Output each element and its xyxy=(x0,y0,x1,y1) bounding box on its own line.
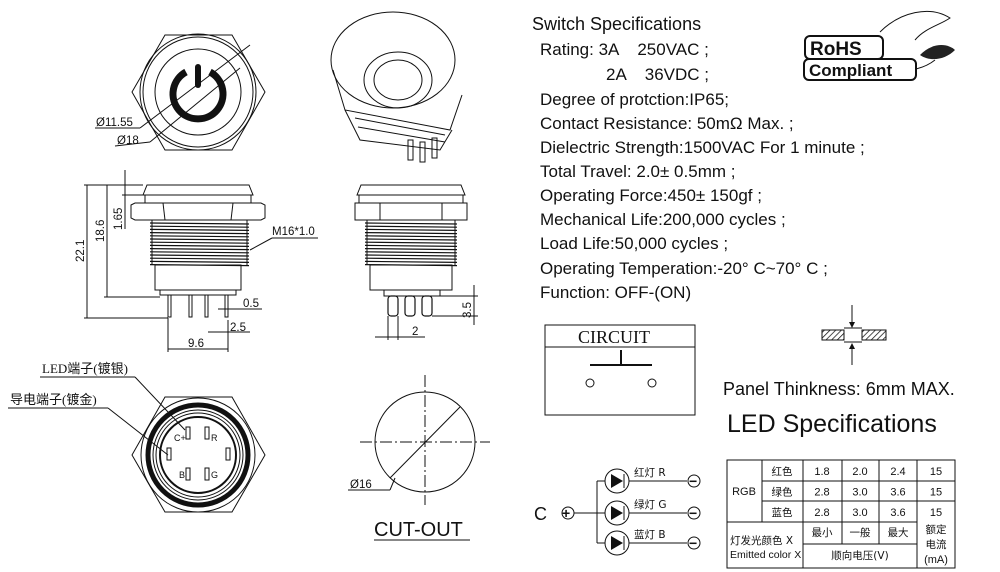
thread-lines xyxy=(364,220,458,267)
table-cell-max: 3.6 xyxy=(890,507,905,519)
switch-specifications: Switch Specifications Rating: 3A 250VAC … xyxy=(532,14,865,302)
circuit-diagram: CIRCUIT xyxy=(544,324,696,416)
dim-pin-span: 9.6 xyxy=(188,338,204,350)
dim-total-height: 22.1 xyxy=(75,240,87,262)
led-label: 绿灯 G xyxy=(634,498,666,511)
led-specs-title: LED Specifications xyxy=(727,410,937,438)
table-cell-current: 15 xyxy=(930,466,942,478)
pin-label-g: G xyxy=(211,470,218,480)
contact-terminal-label: 导电端子(镀金) xyxy=(10,392,97,407)
side-view-2-drawing: 3.5 2 xyxy=(354,184,478,340)
circuit-title: CIRCUIT xyxy=(578,327,650,347)
spec-line: Degree of protction:IP65; xyxy=(540,90,729,109)
dim-pin-width: 0.5 xyxy=(243,298,259,310)
spec-line: Operating Force:450± 150gf ; xyxy=(540,186,762,205)
table-cell-max: 2.4 xyxy=(890,466,905,478)
spec-line: Dielectric Strength:1500VAC For 1 minute… xyxy=(540,138,865,157)
plus-terminal-icon: + xyxy=(562,505,570,521)
spec-line: Rating: 3A 250VAC ; xyxy=(540,40,709,59)
led-terminal-label: LED端子(镀银) xyxy=(42,361,128,376)
led-label: 蓝灯 B xyxy=(634,529,666,541)
table-cell-max: 3.6 xyxy=(890,487,905,499)
table-cell-typ: 2.0 xyxy=(852,466,867,478)
dim-pin-pitch: 2.5 xyxy=(230,322,246,334)
dim-pin-length: 3.5 xyxy=(462,302,474,318)
table-cell-color: 绿色 xyxy=(772,486,793,499)
table-cell-current: 15 xyxy=(930,487,942,499)
table-cell-typ: 3.0 xyxy=(852,507,867,519)
table-cell-typ: 3.0 xyxy=(852,487,867,499)
header-current-1: 额定 xyxy=(926,523,947,536)
top-view-drawing: Ø11.55 Ø18 xyxy=(95,33,266,151)
panel-thickness-icon xyxy=(821,305,887,365)
header-min: 最小 xyxy=(812,527,833,539)
led-circuit: C + − 红灯 R − 绿灯 G − 蓝灯 B xyxy=(534,466,701,556)
table-cell-current: 15 xyxy=(930,507,942,519)
dim-pin-gap: 2 xyxy=(412,326,418,338)
spec-line: Total Travel: 2.0± 0.5mm ; xyxy=(540,162,735,181)
spec-line: Contact Resistance: 50mΩ Max. ; xyxy=(540,114,794,133)
panel-thickness-text: Panel Thinkness: 6mm MAX. xyxy=(723,379,955,399)
top-dia-inner: Ø11.55 xyxy=(96,117,133,129)
switch-specs-title: Switch Specifications xyxy=(532,14,701,34)
spec-line: Operating Temperation:-20° C~70° C ; xyxy=(540,259,828,278)
dim-cap-height: 1.65 xyxy=(113,208,125,230)
pin-label-r: R xyxy=(211,433,218,443)
minus-terminal-icon: − xyxy=(689,473,697,489)
rgb-group-label: RGB xyxy=(732,486,756,498)
thread-lines xyxy=(149,220,250,267)
cutout-diameter: Ø16 xyxy=(350,479,372,491)
spec-line: Function: OFF-(ON) xyxy=(540,283,691,302)
pin-label-b: B xyxy=(179,470,185,480)
pin-label-c-plus: C+ xyxy=(174,433,186,443)
header-max: 最大 xyxy=(888,526,909,539)
spec-line: Load Life:50,000 cycles ; xyxy=(540,234,728,253)
thread-spec: M16*1.0 xyxy=(272,226,315,238)
emitted-color-en: Emitted color X xyxy=(730,549,801,561)
table-cell-color: 红色 xyxy=(772,465,793,478)
minus-terminal-icon: − xyxy=(689,535,697,551)
table-cell-min: 2.8 xyxy=(814,507,829,519)
table-cell-min: 2.8 xyxy=(814,487,829,499)
power-icon xyxy=(169,64,227,123)
common-label: C xyxy=(534,504,547,524)
header-voltage: 顺向电压(V) xyxy=(831,549,888,562)
header-current-2: 电流 xyxy=(926,538,947,551)
table-cell-color: 蓝色 xyxy=(772,506,793,519)
header-current-3: (mA) xyxy=(924,554,948,566)
emitted-color-cn: 灯发光颜色 X xyxy=(730,534,793,547)
cutout-label: CUT-OUT xyxy=(374,519,463,541)
bottom-view-drawing: C+ R B G LED端子(镀银) 导电端子(镀金) xyxy=(8,361,266,513)
led-spec-table: RGB 红色 1.8 2.0 2.4 15 绿色 2.8 3.0 3.6 15 蓝色 2.8 3.0 3.… xyxy=(726,459,956,569)
side-view-drawing: 22.1 18.6 1.65 M16*1.0 0.5 2.5 9.6 xyxy=(75,170,318,352)
led-label: 红灯 R xyxy=(634,466,666,479)
isometric-view-drawing xyxy=(330,11,463,163)
dim-body-height: 18.6 xyxy=(95,220,107,242)
spec-line: 2A 36VDC ; xyxy=(606,65,709,84)
rohs-text: RoHS xyxy=(810,39,862,60)
minus-terminal-icon: − xyxy=(689,505,697,521)
spec-line: Mechanical Life:200,000 cycles ; xyxy=(540,210,786,229)
compliant-text: Compliant xyxy=(809,61,892,80)
top-dia-outer: Ø18 xyxy=(117,135,139,147)
table-cell-min: 1.8 xyxy=(814,466,829,478)
header-typ: 一般 xyxy=(850,526,871,539)
rohs-logo: RoHS Compliant xyxy=(803,11,955,81)
cutout-drawing: Ø16 CUT-OUT xyxy=(348,375,490,541)
